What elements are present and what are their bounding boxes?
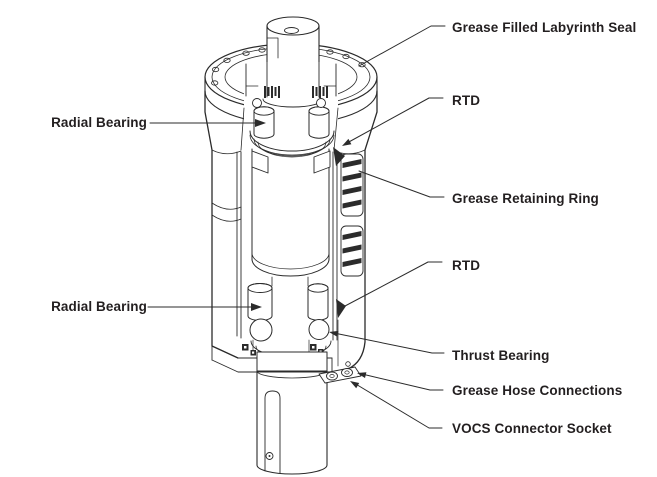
labyrinth-seal-combs <box>264 86 328 98</box>
label-radial-bearing-lower: Radial Bearing <box>51 299 147 314</box>
label-grease-filled-labyrinth-seal: Grease Filled Labyrinth Seal <box>452 20 637 35</box>
shaft-keyway <box>264 390 281 474</box>
thrust-bearing-ball <box>308 319 330 340</box>
bearing-roller <box>308 106 330 139</box>
label-vocs-connector-socket: VOCS Connector Socket <box>452 421 612 436</box>
shaft-notch <box>266 37 279 59</box>
label-thrust-bearing: Thrust Bearing <box>452 348 550 363</box>
keyway-screw <box>265 452 274 460</box>
housing-weld-band <box>211 202 242 222</box>
label-rtd-upper: RTD <box>452 93 481 108</box>
label-radial-bearing-upper: Radial Bearing <box>51 115 147 130</box>
shaft-center-hole <box>284 27 299 34</box>
rtd-sensors <box>333 147 346 318</box>
outer-housing <box>204 90 378 372</box>
housing-base-plate <box>211 345 333 373</box>
leader-rtd-upper <box>346 97 444 144</box>
flange-bolt-holes <box>211 47 366 86</box>
leader-grease-retaining-ring <box>358 170 445 198</box>
labyrinth-seal-section <box>245 61 337 108</box>
leader-thrust-bearing <box>333 332 445 354</box>
label-rtd-lower: RTD <box>452 258 481 273</box>
arrowhead <box>329 330 339 337</box>
arrowhead <box>251 303 262 311</box>
bearing-roller <box>307 283 329 321</box>
bearing-bracket <box>313 150 331 174</box>
rtd-sensor-lower <box>336 299 346 318</box>
rotor-body <box>251 148 330 287</box>
bearing-roller <box>247 283 273 321</box>
label-grease-retaining-ring: Grease Retaining Ring <box>452 191 599 206</box>
rtd-sensor-upper <box>333 147 345 166</box>
label-grease-hose-connections: Grease Hose Connections <box>452 383 623 398</box>
bearing-bracket <box>251 150 269 174</box>
arrowhead <box>350 381 360 389</box>
grease-retaining-ring-slots <box>340 153 364 277</box>
thrust-bearing-ball <box>249 318 273 342</box>
leader-grease-filled-labyrinth-seal <box>358 25 446 67</box>
leader-rtd-lower <box>344 261 443 307</box>
radial-bearing-lower-assembly <box>242 283 332 360</box>
arrowhead <box>357 372 367 378</box>
arrowhead <box>255 119 266 127</box>
shaft-shoulder <box>256 351 328 372</box>
grease-hose-fittings <box>318 366 362 384</box>
housing-bolt-hole <box>345 361 351 367</box>
motor-shaft-bottom <box>256 351 328 475</box>
leader-vocs-connector-socket <box>353 382 443 429</box>
leader-grease-hose-connections <box>361 373 444 391</box>
arrowhead <box>342 138 352 146</box>
leader-lines <box>147 25 446 429</box>
